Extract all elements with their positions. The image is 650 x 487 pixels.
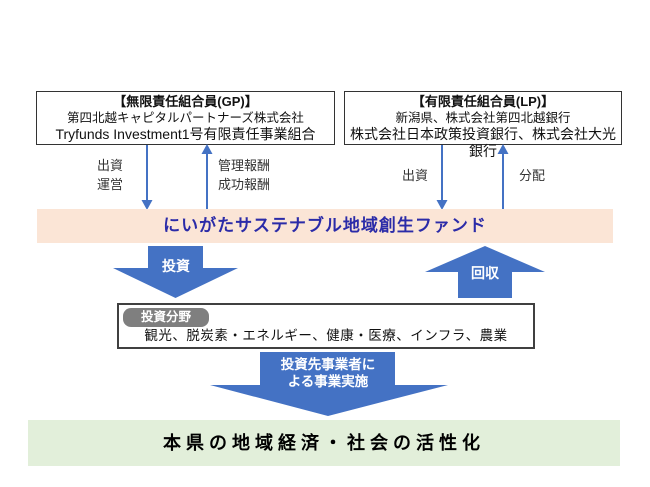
outcome-band-title: 本県の地域経済・社会の活性化	[163, 433, 485, 453]
outcome-band: 本県の地域経済・社会の活性化	[28, 420, 620, 466]
lp-contribution-arrowhead-icon	[436, 200, 448, 210]
gp-partner-box: 【無限責任組合員(GP)】 第四北越キャピタルパートナーズ株式会社 Tryfun…	[36, 91, 335, 145]
gp-fee-label: 管理報酬 成功報酬	[218, 156, 270, 194]
implementation-arrow-label-line1: 投資先事業者に	[280, 357, 376, 372]
gp-contribution-label-line2: 運営	[97, 177, 124, 192]
fund-band: にいがたサステナブル地域創生ファンド	[37, 209, 613, 243]
gp-contribution-label-line1: 出資	[97, 158, 124, 173]
gp-fee-label-line2: 成功報酬	[218, 177, 271, 192]
investment-field-box: 投資分野 観光、脱炭素・エネルギー、健康・医療、インフラ、農業	[117, 303, 535, 349]
fund-band-title: にいがたサステナブル地域創生ファンド	[163, 216, 487, 235]
investment-field-badge: 投資分野	[123, 308, 209, 327]
gp-box-title: 【無限責任組合員(GP)】	[113, 94, 258, 109]
recover-block-arrow	[425, 246, 545, 298]
gp-fee-label-line1: 管理報酬	[218, 158, 271, 173]
recover-arrow-label: 回収	[471, 265, 499, 281]
invest-block-arrow	[113, 246, 238, 298]
gp-contribution-arrowhead-icon	[141, 200, 153, 210]
gp-box-line3: Tryfunds Investment1号有限責任事業組合	[55, 126, 316, 142]
implementation-block-arrow	[210, 352, 448, 416]
gp-contribution-label: 出資 運営	[97, 156, 123, 194]
lp-distribution-arrowhead-icon	[497, 144, 509, 154]
gp-fee-arrowhead-icon	[201, 144, 213, 154]
lp-distribution-label: 分配	[519, 168, 546, 183]
lp-box-line2: 新潟県、株式会社第四北越銀行	[395, 111, 571, 125]
lp-partner-box: 【有限責任組合員(LP)】 新潟県、株式会社第四北越銀行 株式会社日本政策投資銀…	[344, 91, 622, 159]
gp-box-line2: 第四北越キャピタルパートナーズ株式会社	[67, 111, 304, 125]
lp-box-line3: 株式会社日本政策投資銀行、株式会社大光銀行	[350, 126, 616, 159]
implementation-arrow-label: 投資先事業者に よる事業実施	[238, 356, 418, 390]
invest-arrow-label: 投資	[162, 258, 190, 274]
implementation-arrow-label-line2: よる事業実施	[287, 374, 369, 389]
lp-box-title: 【有限責任組合員(LP)】	[411, 94, 555, 109]
lp-contribution-label: 出資	[402, 168, 429, 183]
investment-field-content: 観光、脱炭素・エネルギー、健康・医療、インフラ、農業	[144, 328, 508, 343]
